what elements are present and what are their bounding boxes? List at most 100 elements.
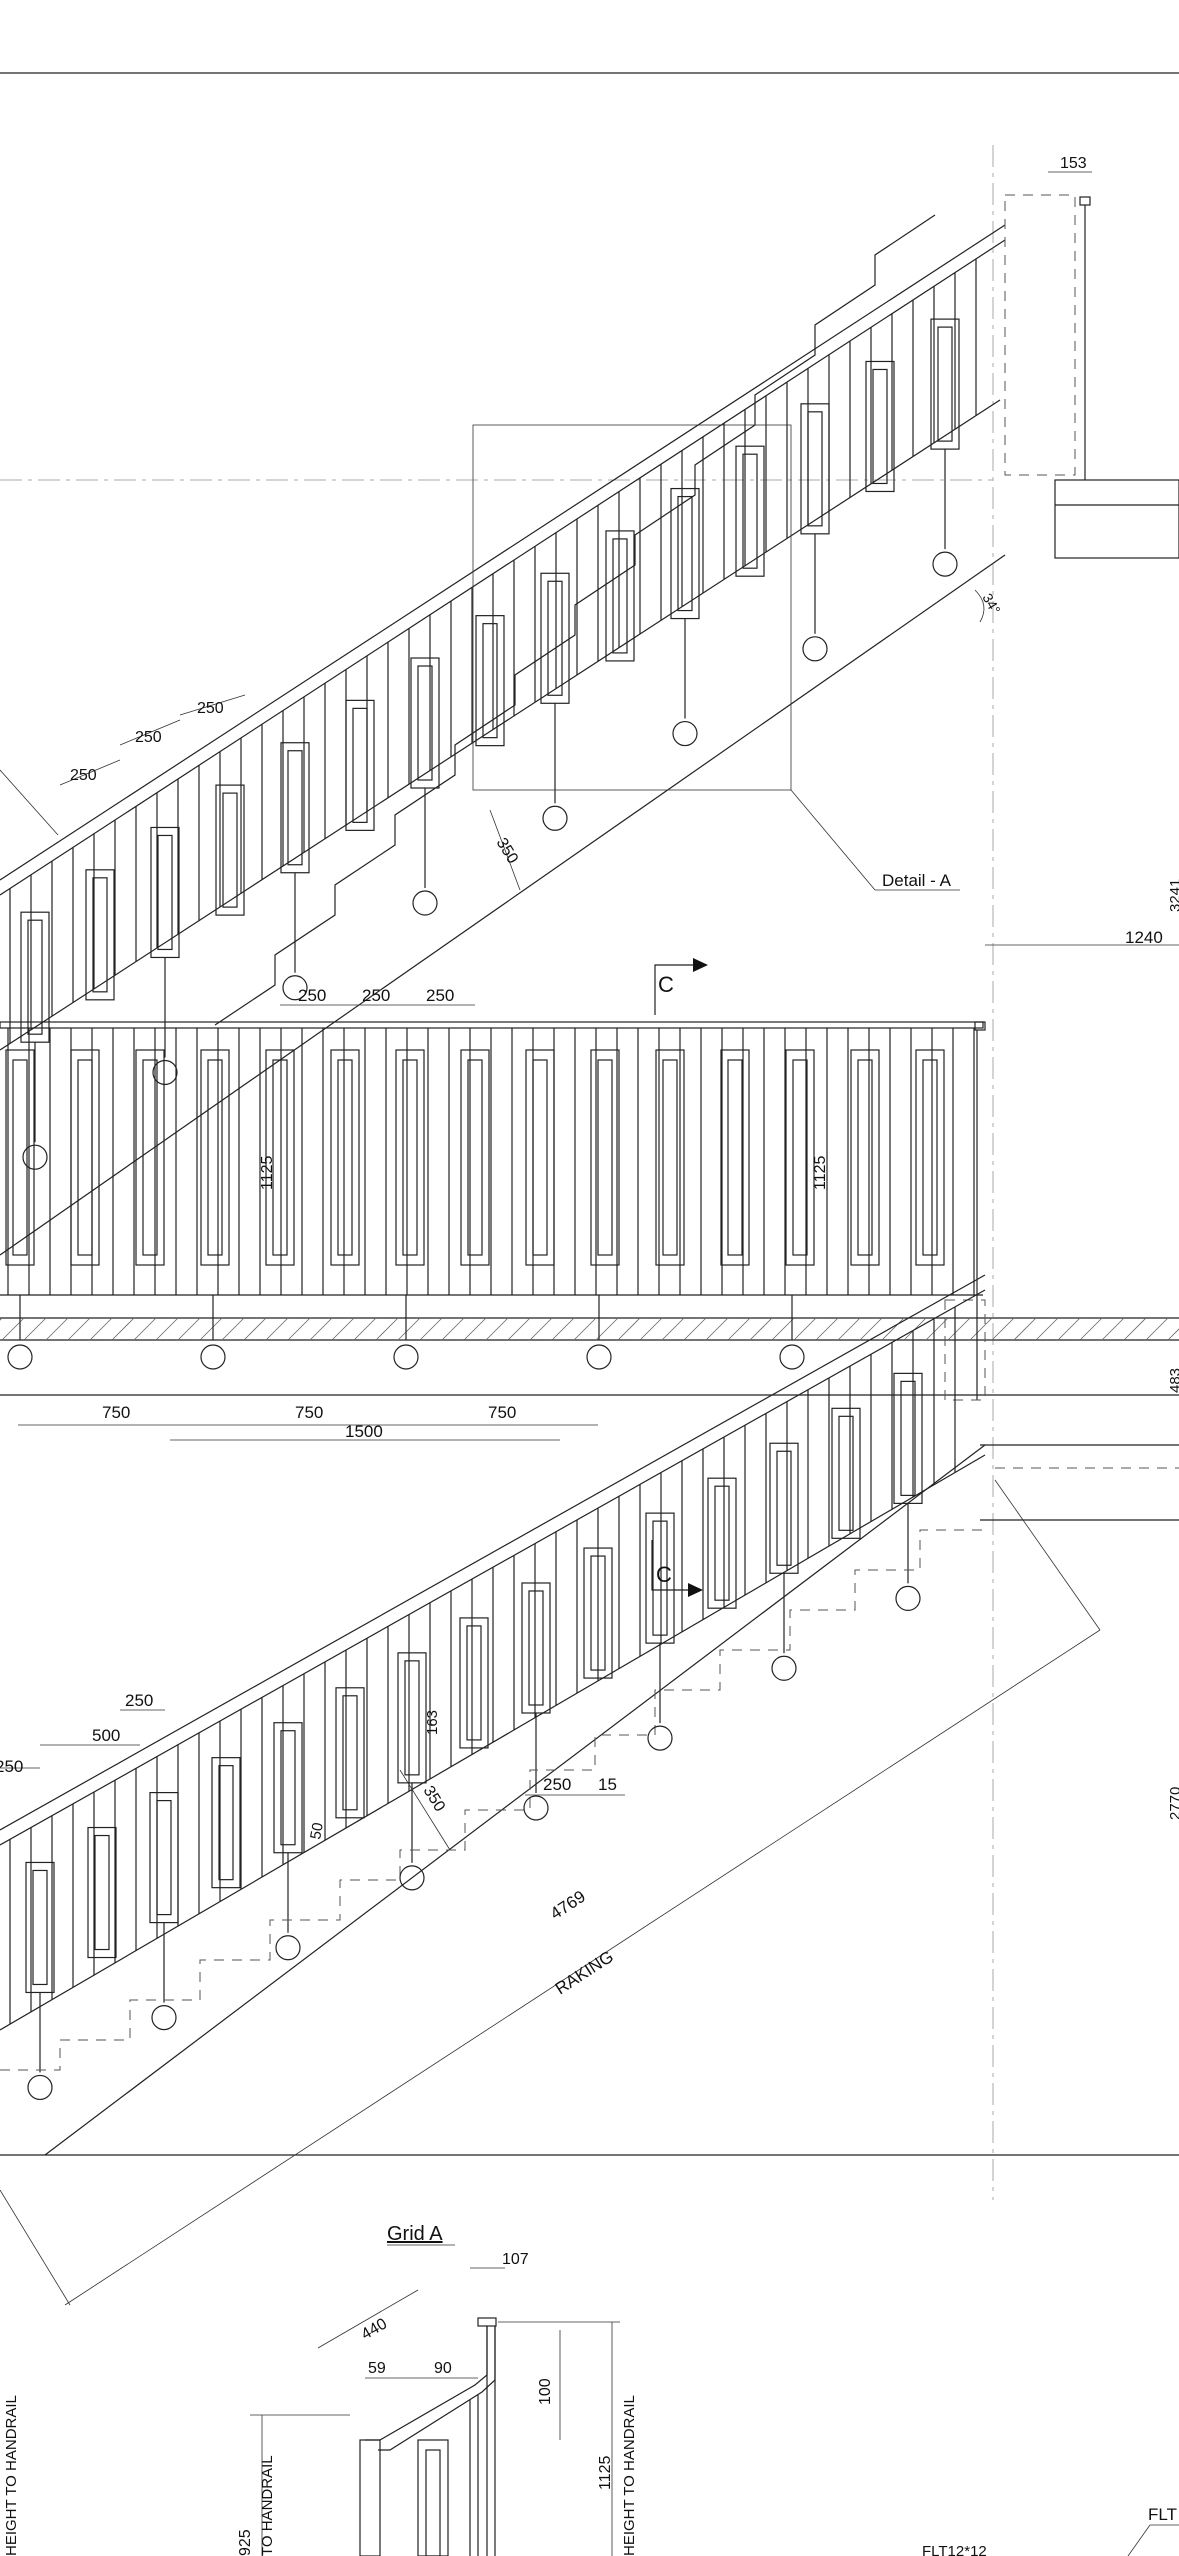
landing-top-dim-2: 250 [362,986,390,1005]
lower-bottom-rail [0,1454,986,2031]
slab-hatch-line [177,1317,201,1341]
upper-post-bases [22,551,958,1170]
slab-hatch-line [221,1317,245,1341]
landing-right-hidden [944,1299,986,1401]
slab-hatch-line [1057,1317,1081,1341]
upper-panel [800,403,830,535]
upper-post-base [282,975,308,1001]
upper-panel-inner [547,580,563,696]
lower-dim-h-line [399,1769,451,1851]
detail-dim-a: 59 [368,2360,386,2377]
landing-panel-inner [857,1059,873,1256]
upper-panel-inner [612,538,628,654]
slab-hatch-line [243,1317,267,1341]
upper-post-base [152,1059,178,1086]
slab-hatch-line [1,1317,25,1341]
upper-panel-inner [482,623,498,739]
upper-post-base [802,636,828,662]
slab-hatch-line [397,1317,421,1341]
upper-panel-inner [937,326,953,442]
upper-panel [345,699,375,831]
landing-right-cut-dim: 483 [1167,1368,1179,1393]
slab-hatch-line [551,1317,575,1341]
slab-hatch-line [331,1317,355,1341]
slab-hatch-line [617,1317,641,1341]
lower-panel-inner [466,1625,482,1741]
lower-post-base [275,1935,301,1961]
lower-panel [335,1687,365,1819]
upper-panel-inner [222,792,238,908]
upper-post-base [22,1144,48,1170]
detail-rail-profile [365,2326,488,2441]
landing-height-left: 1125 [259,1155,276,1190]
lower-dim-d: 163 [424,1710,441,1735]
slab-hatch-line [881,1317,905,1341]
raking-dim-ext-right [994,1479,1101,1631]
slab-hatch-line [111,1317,135,1341]
lower-flight: 250 500 250 163 250 15 50 350 4769 RAKIN… [0,1274,1179,2306]
raking-value: 4769 [547,1887,589,1924]
upper-flight: Detail - A 153 250 250 250 350 34° 1240 … [0,155,1179,1256]
raking-dim-ext-left [0,2189,71,2306]
baluster-dim-a-line [59,759,121,786]
landing-panel-inner [597,1059,613,1256]
riser-dim-line [489,809,521,891]
slab-hatch-line [1013,1317,1037,1341]
landing-panel [395,1049,425,1266]
lower-panel [583,1547,613,1679]
lower-dim-h: 350 [420,1783,449,1815]
landing-panel [720,1049,750,1266]
upper-panel-inner [872,368,888,485]
detail-slope-dim: 440 [359,2315,391,2343]
slab-hatch-line [133,1317,157,1341]
lower-panel [459,1617,489,1749]
upper-post-base [672,720,698,747]
slab-hatch-line [89,1317,113,1341]
lower-dim-c: 250 [0,1757,23,1776]
lower-panel [521,1582,551,1714]
detail-flt-right: FLT [1148,2505,1177,2524]
landing-handrail-end [974,1021,986,1031]
section-marker-lower-bracket [651,1540,700,1591]
slab-hatch-line [155,1317,179,1341]
detail-a-box [472,424,792,791]
upper-panel-inner [157,834,173,951]
landing-panel-inner [922,1059,938,1256]
section-marker-lower: C [651,1540,703,1597]
slab-hatch-line [859,1317,883,1341]
landing-post-bases [7,1295,805,1370]
upper-panel-inner [807,411,823,527]
landing-panel-inner [727,1059,743,1256]
lower-panel-inner [590,1555,606,1671]
upper-panel-inner [92,877,108,993]
detail-right-value: 1125 [597,2455,614,2490]
lower-dim-e: 250 [543,1775,571,1794]
handrail-leader [0,769,59,836]
landing-panel [850,1049,880,1266]
slab-hatch-line [507,1317,531,1341]
upper-panel [85,869,115,1001]
landing-panel-inner [402,1059,418,1256]
detail-mid-value: 925 [237,2529,254,2556]
detail-flt-bottom: FLT12*12 [922,2543,987,2556]
upper-handrail-top [0,224,1006,881]
slab-hatch-line [815,1317,839,1341]
landing-panel [915,1049,945,1266]
slab-hatch-line [947,1317,971,1341]
baluster-dim-b: 250 [135,729,162,746]
angle-arc [974,589,985,623]
upper-post-base [412,890,438,916]
slab-hatch-line [309,1317,333,1341]
slab-hatch-line [441,1317,465,1341]
lower-post-bases [27,1585,921,2101]
upper-panel-inner [287,750,303,866]
detail-flt-leader-slant [1127,2524,1151,2556]
slab-hatch-line [375,1317,399,1341]
upper-panel [20,911,50,1043]
lower-panel-inner [652,1520,668,1636]
slab-hatch-line [1123,1317,1147,1341]
slab-hatch-line [595,1317,619,1341]
slab-hatch-line [287,1317,311,1341]
slab-hatch-line [463,1317,487,1341]
landing-panel-inner [532,1059,548,1256]
